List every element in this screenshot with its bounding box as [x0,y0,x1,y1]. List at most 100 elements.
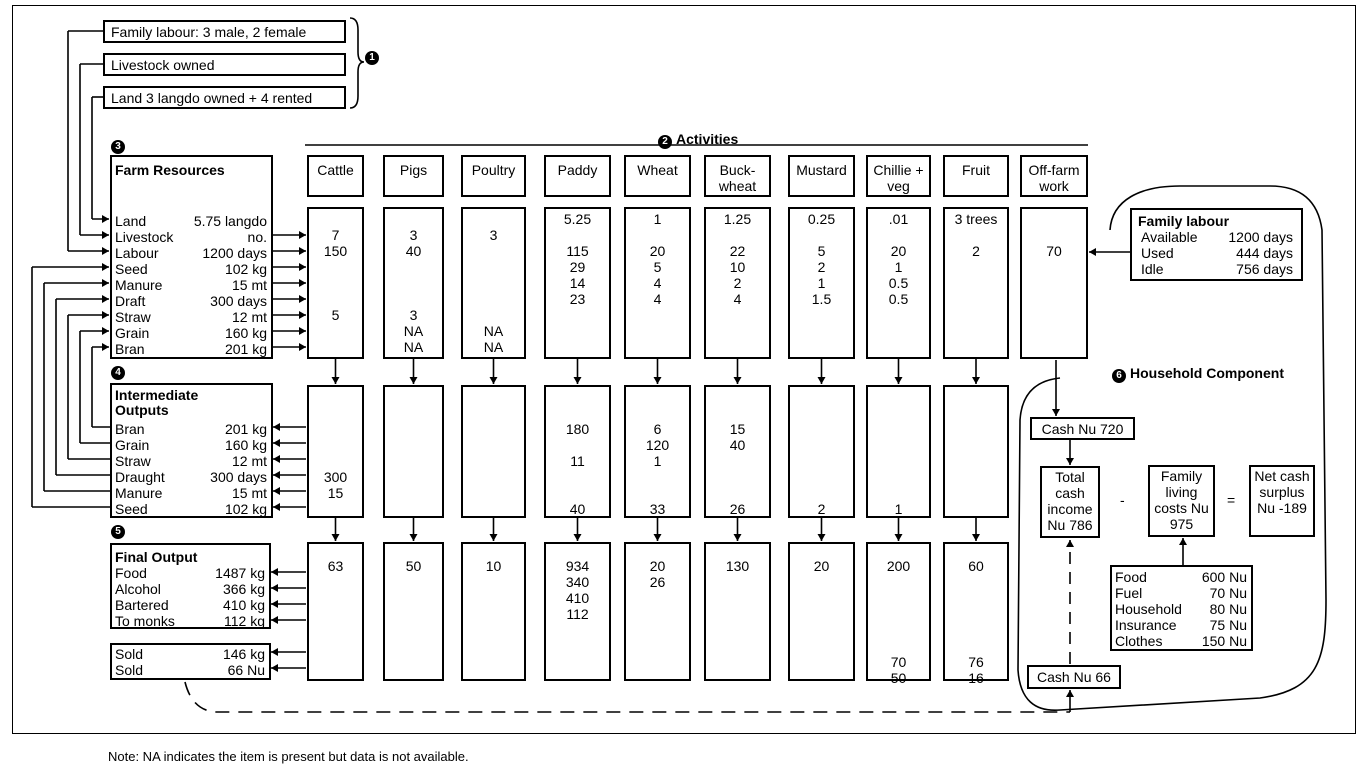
input-value: 4 [653,275,662,291]
activity-header: Fruit [943,155,1009,197]
value: 366 kg [222,581,265,597]
value: 12 mt [231,453,267,469]
activity-inputs-box: 70 [1020,207,1088,359]
intermediate-value: 33 [649,501,666,517]
label: Straw [115,453,151,469]
input-value: 1 [894,259,903,275]
input-value: 3 [409,227,418,243]
farm-resources-title: Farm Resources [115,162,225,178]
arrowhead-icon [733,377,742,384]
label: Grain [115,325,150,341]
marker-1: 1 [365,51,379,65]
activity-final-box: 130 [704,542,771,681]
activity-intermediate-box: 1 [866,385,931,518]
label: Land [115,213,147,229]
intermediate-value: 40 [569,501,586,517]
arrowhead-icon [1179,538,1187,545]
sold-row: Sold 66 Nu [112,662,269,678]
activity-intermediate-box [383,385,444,518]
value: 150 Nu [1201,633,1247,649]
arrowhead-icon [273,471,280,479]
input-value: 3 [489,227,498,243]
value: 66 Nu [227,662,265,678]
arrowhead-icon [102,311,109,319]
arrowhead-icon [102,231,109,239]
label: Food [115,565,147,581]
marker-6: 6 [1112,369,1126,383]
value: 146 kg [222,646,265,662]
arrowhead-icon [409,534,418,541]
final-output-row: Alcohol 366 kg [112,581,269,597]
arrowhead-icon [573,534,582,541]
net-cash-surplus-box: Net cash surplus Nu -189 [1249,465,1315,537]
activity-header: Buck-wheat [704,155,771,197]
activity-header: Pigs [383,155,444,197]
value: 1200 days [1228,229,1293,245]
input-value: 0.5 [888,275,909,291]
label: Fuel [1115,585,1143,601]
input-value: 0.5 [888,291,909,307]
arrowhead-icon [299,311,306,319]
value: 160 kg [224,437,267,453]
arrowhead-icon [1066,540,1074,547]
arrowhead-icon [102,247,109,255]
input-value: 0.25 [807,211,836,227]
arrowhead-icon [1052,409,1060,416]
intermediate-value: 26 [729,501,746,517]
livestock-source: Livestock owned [103,53,346,76]
label: Household [1115,601,1182,617]
arrowhead-icon [1066,458,1074,465]
value: 300 days [210,469,267,485]
arrowhead-icon [331,377,340,384]
input-value: 5 [817,243,826,259]
label: Sold [115,646,144,662]
label: Bran [115,341,145,357]
arrowhead-icon [653,534,662,541]
land-source: Land 3 langdo owned + 4 rented [103,86,346,109]
family-labour-source: Family labour: 3 male, 2 female [103,20,346,43]
input-value: 23 [569,291,586,307]
label: Alcohol [115,581,161,597]
label: Straw [115,309,151,325]
value: 15 mt [231,277,267,293]
label: Clothes [1115,633,1163,649]
arrowhead-icon [273,487,280,495]
diagram-frame [12,5,1356,734]
arrowhead-icon [1089,248,1096,256]
arrowhead-icon [102,343,109,351]
value: 15 mt [231,485,267,501]
arrowhead-icon [299,295,306,303]
activity-final-box: 63 [307,542,364,681]
intermediate-value: 2 [817,501,826,517]
arrowhead-icon [273,423,280,431]
arrowhead-icon [102,327,109,335]
footnote: Note: NA indicates the item is present b… [108,749,469,764]
marker-2: 2 [658,135,672,149]
arrowhead-icon [273,503,280,511]
value: 1487 kg [215,565,265,581]
input-value: 7 [331,227,340,243]
arrowhead-icon [273,439,280,447]
label: Manure [115,277,163,293]
label: Bartered [115,597,169,613]
activity-intermediate-box [461,385,526,518]
label: To monks [115,613,175,629]
final-value: 16 [968,670,984,686]
activity-header: Wheat [624,155,691,197]
label: Sold [115,662,144,678]
label: Available [1141,229,1198,245]
label: Bran [115,421,145,437]
